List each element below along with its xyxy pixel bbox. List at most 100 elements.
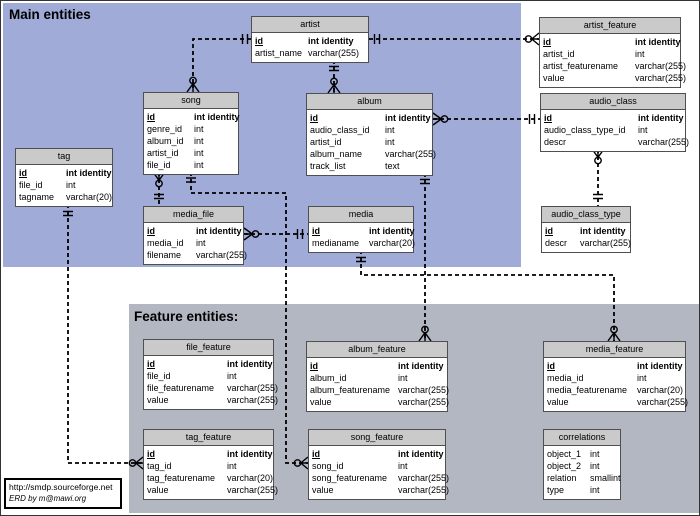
field-name: file_id — [147, 371, 171, 381]
field-name: artist_id — [147, 148, 179, 158]
field-name: value — [312, 485, 334, 495]
field-type: varchar(255) — [580, 238, 632, 248]
field-type: varchar(255) — [385, 149, 437, 159]
field-type: int — [194, 136, 204, 146]
field-name: media_id — [547, 373, 584, 383]
field-type: int identity — [227, 359, 273, 369]
entity-title: tag_feature — [185, 432, 232, 442]
field-name: id — [547, 361, 555, 371]
entity-title: media — [348, 209, 374, 219]
field-name: id — [545, 226, 553, 236]
entity-title: artist_feature — [583, 20, 637, 30]
field-name: file_featurename — [147, 383, 215, 393]
entity-title: album — [357, 96, 382, 106]
entity-title: file_feature — [186, 342, 231, 352]
field-type: int identity — [580, 226, 626, 236]
field-type: int identity — [637, 361, 683, 371]
field-type: varchar(255) — [308, 48, 360, 58]
author-credit: ERD by m@mawi.org — [9, 494, 87, 503]
field-type: int — [227, 461, 237, 471]
field-type: int identity — [385, 113, 431, 123]
field-type: varchar(255) — [638, 137, 690, 147]
field-type: varchar(255) — [398, 473, 450, 483]
field-name: id — [312, 449, 320, 459]
field-type: varchar(255) — [196, 250, 248, 260]
entity-header: media_file — [144, 207, 243, 223]
field-type: int — [398, 373, 408, 383]
field-name: album_id — [147, 136, 184, 146]
field-type: int — [637, 373, 647, 383]
field-type: varchar(20) — [66, 192, 113, 202]
field-name: id — [255, 36, 263, 46]
field-name: value — [310, 397, 332, 407]
field-type: varchar(255) — [227, 395, 279, 405]
field-name: artist_featurename — [543, 61, 619, 71]
source-url: http://smdp.sourceforge.net — [9, 482, 113, 492]
field-row: file_id int — [144, 159, 238, 171]
field-name: tagname — [19, 192, 55, 202]
field-name: filename — [147, 250, 182, 260]
field-name: media_id — [147, 238, 184, 248]
field-name: object_2 — [547, 461, 582, 471]
field-type: int identity — [196, 226, 242, 236]
field-type: varchar(20) — [227, 473, 274, 483]
field-type: varchar(255) — [637, 397, 689, 407]
entity-header: song — [144, 93, 238, 109]
field-name: descr — [544, 137, 567, 147]
field-name: file_id — [147, 160, 171, 170]
field-name: file_id — [19, 180, 43, 190]
entity-header: artist — [252, 17, 368, 33]
field-name: album_id — [310, 373, 347, 383]
field-name: tag_id — [147, 461, 172, 471]
field-type: int — [638, 125, 648, 135]
entity-header: audio_class_type — [542, 207, 630, 223]
field-name: id — [543, 37, 551, 47]
field-name: id — [312, 226, 320, 236]
field-name: id — [147, 112, 155, 122]
field-row: id int identity — [544, 360, 685, 372]
entity-title: audio_class_type — [551, 209, 621, 219]
entity-header: audio_class — [541, 94, 685, 110]
field-type: int — [398, 461, 408, 471]
field-row: id int identity — [542, 225, 630, 237]
field-row: album_id int — [144, 135, 238, 147]
field-name: audio_class_type_id — [544, 125, 626, 135]
entity-header: media_feature — [544, 342, 685, 358]
field-type: varchar(255) — [398, 385, 450, 395]
field-type: int — [194, 160, 204, 170]
main-entities-title: Main entities — [9, 7, 91, 22]
field-type: int identity — [66, 168, 112, 178]
entity-header: file_feature — [144, 340, 273, 356]
field-name: id — [147, 226, 155, 236]
field-type: varchar(255) — [635, 73, 687, 83]
entity-header: tag_feature — [144, 430, 273, 446]
field-name: type — [547, 485, 565, 495]
field-type: int identity — [227, 449, 273, 459]
field-type: int — [590, 449, 600, 459]
